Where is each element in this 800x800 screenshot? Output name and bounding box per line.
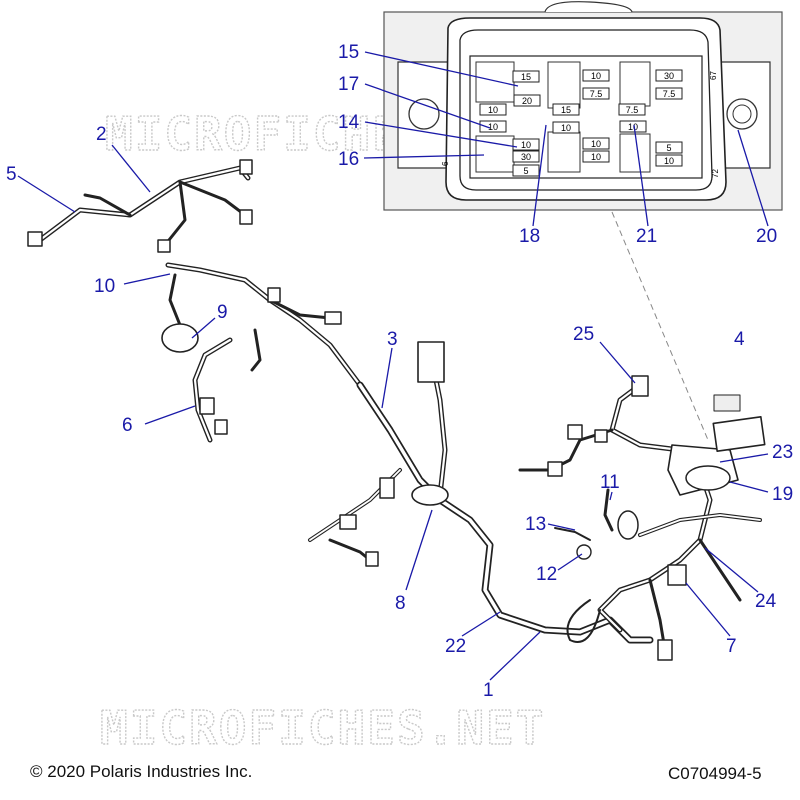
callout-22[interactable]: 22 (445, 636, 466, 657)
diagram-id: C0704994-5 (668, 764, 762, 783)
callout-11[interactable]: 11 (600, 472, 620, 493)
callout-23[interactable]: 23 (772, 442, 793, 463)
callout-3[interactable]: 3 (387, 329, 398, 350)
callout-21[interactable]: 21 (636, 226, 657, 247)
fuse-18: 10 (619, 120, 647, 133)
fuse-label: 10 (591, 139, 601, 149)
label-part-4 (713, 394, 741, 412)
fuse-label: 10 (521, 140, 531, 150)
callout-24[interactable]: 24 (755, 591, 777, 612)
fuse-grid: 15 20 10 10 10 30 5 15 10 10 7.5 10 10 7.5 30 7.5 5 10 10 (479, 69, 683, 177)
fuse-body (512, 150, 540, 163)
fuse-14: 30 (655, 69, 683, 82)
callout-5[interactable]: 5 (6, 164, 17, 185)
fuse-body (655, 69, 683, 82)
callout-17[interactable]: 17 (338, 74, 359, 95)
fuse-body (582, 69, 610, 82)
fuse-body (512, 138, 540, 151)
watermark-bottom: MICROFICHES.NET (100, 701, 545, 755)
fuse-body (513, 94, 541, 107)
fuse-box-inset: 15201010103051510107.510107.5307.551010 … (383, 1, 783, 211)
fuse-15: 7.5 (655, 87, 683, 100)
fuse-10: 7.5 (582, 87, 610, 100)
fuse-label: 30 (664, 71, 674, 81)
fuse-label: 15 (561, 105, 571, 115)
fuse-17: 10 (655, 154, 683, 167)
callout-9[interactable]: 9 (217, 302, 228, 323)
side-label-67: 67 (709, 71, 718, 80)
leader-lines (17, 51, 769, 681)
fuse-label: 10 (591, 152, 601, 162)
fuse-body (552, 103, 580, 116)
fuse-label: 10 (664, 156, 674, 166)
side-label-72: 72 (711, 169, 720, 178)
fuse-9: 10 (582, 69, 610, 82)
callout-14[interactable]: 14 (338, 112, 360, 133)
fuse-label: 5 (666, 143, 671, 153)
fuse-label: 30 (521, 152, 531, 162)
fuse-body (618, 103, 646, 116)
fuse-body (512, 70, 540, 83)
fuse-4: 10 (512, 138, 540, 151)
fuse-body (619, 120, 647, 133)
fuse-label: 10 (628, 122, 638, 132)
callout-25[interactable]: 25 (573, 324, 594, 345)
fuse-5: 30 (512, 150, 540, 163)
callout-2[interactable]: 2 (96, 124, 107, 145)
fuse-body (582, 87, 610, 100)
fuse-3: 10 (479, 120, 507, 133)
fuse-2: 10 (479, 103, 507, 116)
callout-16[interactable]: 16 (338, 149, 359, 170)
fuse-13: 7.5 (618, 103, 646, 116)
fuse-body (582, 137, 610, 150)
callout-numbers: 15 17 14 16 18 21 20 2 5 10 9 6 3 25 4 2… (6, 42, 793, 701)
fuse-label: 10 (488, 105, 498, 115)
fuse-body (655, 87, 683, 100)
mount-bolt-right (726, 98, 758, 130)
callout-4[interactable]: 4 (734, 329, 745, 350)
fuse-body (479, 103, 507, 116)
fuse-6: 5 (512, 164, 540, 177)
callout-19[interactable]: 19 (772, 484, 793, 505)
fuse-label: 7.5 (590, 89, 603, 99)
callout-6[interactable]: 6 (122, 415, 133, 436)
fuse-1: 20 (513, 94, 541, 107)
callout-18[interactable]: 18 (519, 226, 540, 247)
fuse-label: 7.5 (663, 89, 676, 99)
fuse-7: 15 (552, 103, 580, 116)
fuse-8: 10 (552, 121, 580, 134)
fuse-label: 7.5 (626, 105, 639, 115)
fuse-12: 10 (582, 150, 610, 163)
callout-8[interactable]: 8 (395, 593, 406, 614)
fuse-label: 5 (523, 166, 528, 176)
callout-7[interactable]: 7 (726, 636, 737, 657)
fuse-body (655, 141, 683, 154)
callout-1[interactable]: 1 (483, 680, 494, 701)
callout-20[interactable]: 20 (756, 226, 777, 247)
fuse-body (512, 164, 540, 177)
fuse-label: 10 (488, 122, 498, 132)
callout-13[interactable]: 13 (525, 514, 546, 535)
fuse-16: 5 (655, 141, 683, 154)
callout-10[interactable]: 10 (94, 276, 115, 297)
fuse-body (552, 121, 580, 134)
fuse-label: 10 (591, 71, 601, 81)
fuse-label: 15 (521, 72, 531, 82)
inset-leader (611, 211, 709, 441)
fuse-label: 20 (522, 96, 532, 106)
copyright-text: © 2020 Polaris Industries Inc. (30, 762, 253, 781)
harness-drawing (27, 159, 766, 661)
fuse-body (655, 154, 683, 167)
fuse-label: 10 (561, 123, 571, 133)
mount-bolt-left (408, 98, 440, 130)
side-label-6: 6 (441, 161, 450, 166)
fuse-body (479, 120, 507, 133)
callout-12[interactable]: 12 (536, 564, 557, 585)
fuse-11: 10 (582, 137, 610, 150)
callout-15[interactable]: 15 (338, 42, 359, 63)
fuse-body (582, 150, 610, 163)
fuse-0: 15 (512, 70, 540, 83)
